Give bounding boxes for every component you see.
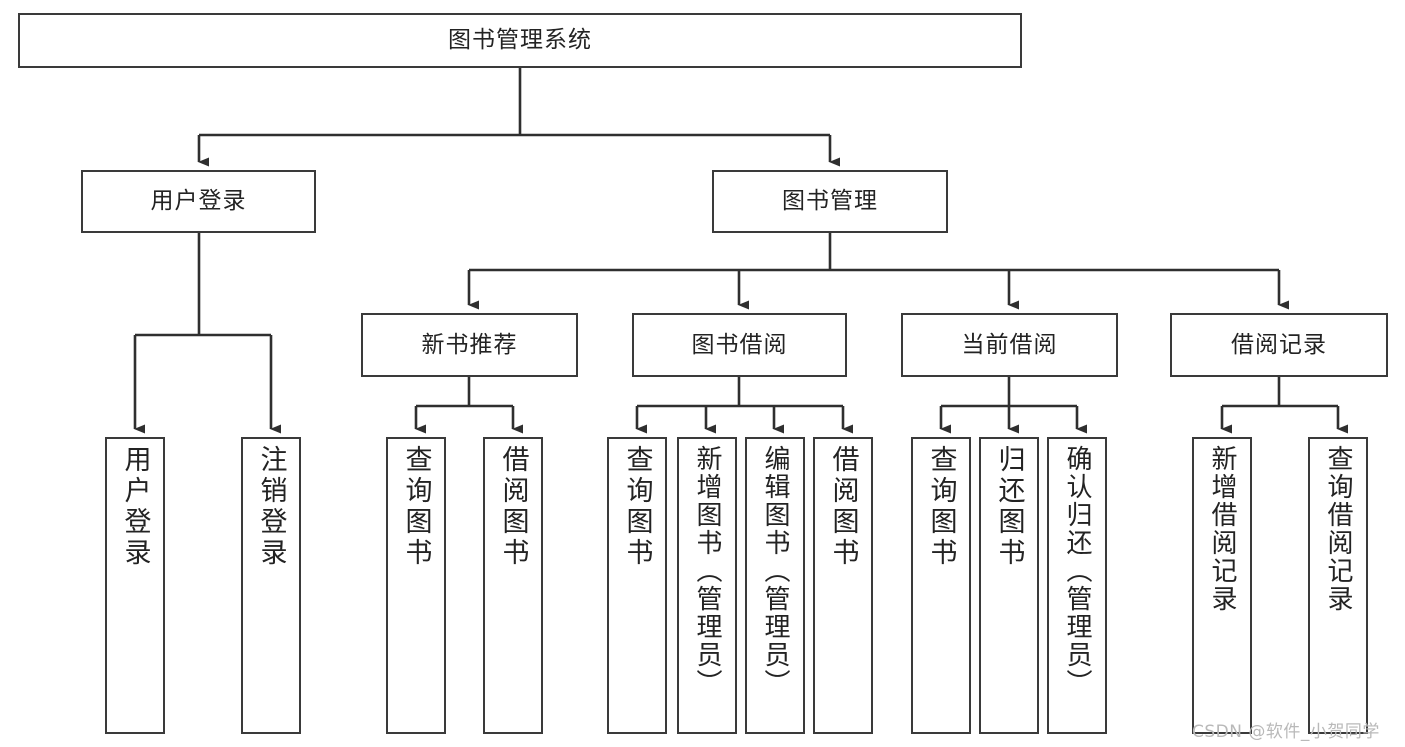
node-label: 借阅图书 (497, 445, 529, 569)
leaf-return-books[interactable]: 归还图书 (979, 437, 1039, 734)
leaf-query-books-borrow[interactable]: 查询图书 (607, 437, 667, 734)
leaf-query-books-current[interactable]: 查询图书 (911, 437, 971, 734)
node-user-login[interactable]: 用户登录 (81, 170, 316, 233)
node-label: 注销登录 (255, 445, 287, 569)
node-label: 新增借阅记录 (1207, 445, 1237, 613)
node-label: 编辑图书（管理员） (760, 445, 790, 697)
node-current-borrowing[interactable]: 当前借阅 (901, 313, 1118, 377)
watermark-text: CSDN @软件_小贺同学 (1192, 722, 1380, 742)
leaf-user-login[interactable]: 用户登录 (105, 437, 165, 734)
leaf-query-books-newbook[interactable]: 查询图书 (386, 437, 446, 734)
node-label: 借阅记录 (1231, 331, 1327, 358)
node-book-management[interactable]: 图书管理 (712, 170, 948, 233)
node-label: 新书推荐 (421, 331, 518, 358)
node-book-borrowing[interactable]: 图书借阅 (632, 313, 847, 377)
node-borrowing-record[interactable]: 借阅记录 (1170, 313, 1388, 377)
node-label: 查询借阅记录 (1323, 445, 1353, 613)
node-label: 查询图书 (400, 445, 432, 569)
leaf-confirm-return-admin[interactable]: 确认归还（管理员） (1047, 437, 1107, 734)
leaf-borrow-books-newbook[interactable]: 借阅图书 (483, 437, 543, 734)
node-label: 图书管理系统 (448, 27, 592, 54)
node-label: 图书借阅 (691, 331, 788, 358)
node-label: 当前借阅 (961, 331, 1058, 358)
node-label: 用户登录 (119, 445, 151, 569)
node-label: 查询图书 (925, 445, 957, 569)
leaf-edit-book-admin[interactable]: 编辑图书（管理员） (745, 437, 805, 734)
node-label: 用户登录 (150, 188, 247, 215)
node-new-book-recommendation[interactable]: 新书推荐 (361, 313, 578, 377)
leaf-borrow-books-borrow[interactable]: 借阅图书 (813, 437, 873, 734)
leaf-add-borrow-record[interactable]: 新增借阅记录 (1192, 437, 1252, 734)
node-label: 新增图书（管理员） (692, 445, 722, 697)
node-root-book-management-system[interactable]: 图书管理系统 (18, 13, 1022, 68)
leaf-add-book-admin[interactable]: 新增图书（管理员） (677, 437, 737, 734)
node-label: 确认归还（管理员） (1062, 445, 1092, 697)
leaf-query-borrow-record[interactable]: 查询借阅记录 (1308, 437, 1368, 734)
csdn-watermark: CSDN @软件_小贺同学 (1192, 717, 1380, 742)
leaf-logout[interactable]: 注销登录 (241, 437, 301, 734)
node-label: 借阅图书 (827, 445, 859, 569)
node-label: 查询图书 (621, 445, 653, 569)
node-label: 图书管理 (782, 188, 878, 215)
node-label: 归还图书 (993, 445, 1025, 569)
